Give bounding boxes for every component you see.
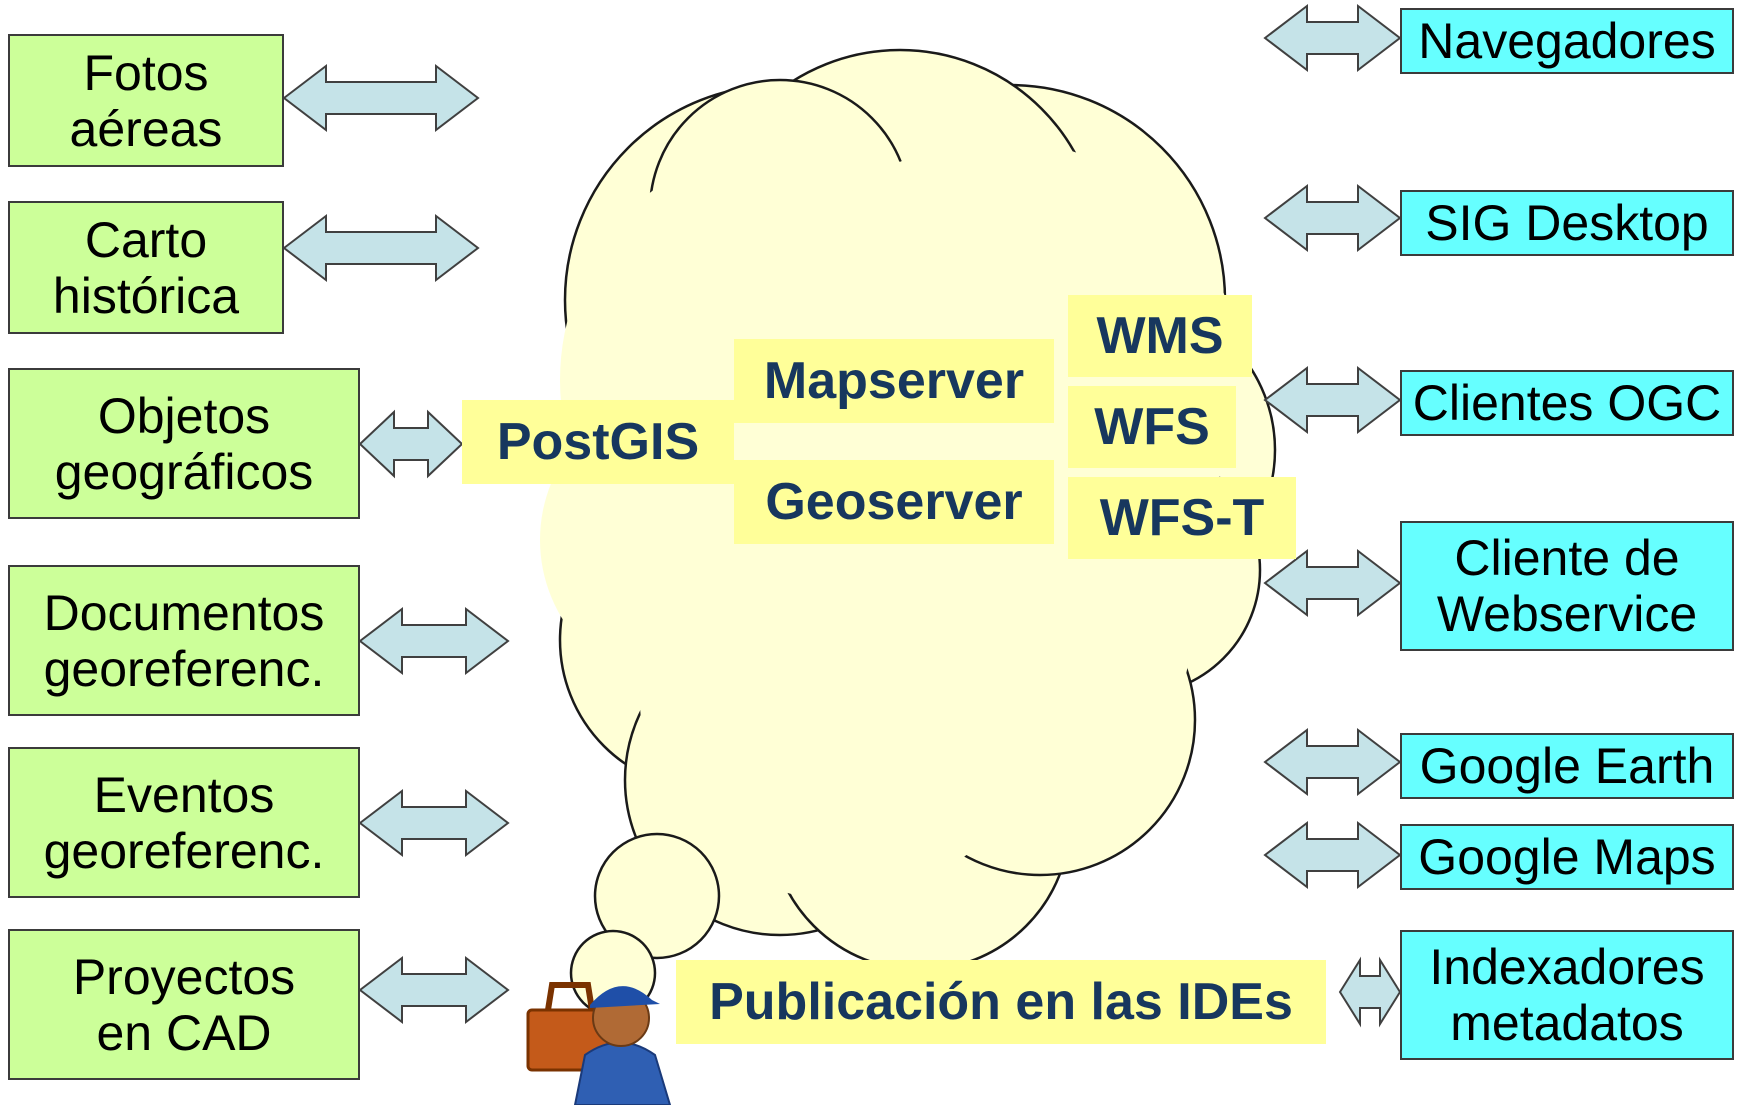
double-arrow-metadata-indexers: [1338, 956, 1402, 1028]
client-box-google-earth: Google Earth: [1400, 733, 1734, 799]
wfst-label: WFS-T: [1068, 477, 1296, 559]
source-label-line: geográficos: [54, 443, 314, 500]
mapserver-label: Mapserver: [734, 339, 1054, 423]
double-arrow-geographic-objects: [358, 409, 464, 479]
source-label-line: en CAD: [96, 1004, 272, 1061]
postgis-label: PostGIS: [462, 400, 734, 484]
worker-with-toolbox-icon: [526, 982, 672, 1105]
double-arrow-cad-projects: [358, 955, 510, 1025]
double-arrow-browsers: [1263, 3, 1402, 73]
double-arrow-ogc-clients: [1263, 365, 1402, 435]
source-label-line: Objetos: [97, 387, 271, 444]
double-arrow-google-earth: [1263, 727, 1402, 797]
client-label-line: metadatos: [1450, 995, 1684, 1051]
client-box-browsers: Navegadores: [1400, 8, 1734, 74]
client-box-sig-desktop: SIG Desktop: [1400, 190, 1734, 256]
wfst-text: WFS-T: [1099, 488, 1265, 547]
source-label-line: Fotos: [83, 44, 209, 101]
client-label-line: Clientes OGC: [1412, 375, 1722, 431]
double-arrow-georef-documents: [358, 606, 510, 676]
source-label-line: Proyectos: [72, 948, 296, 1005]
source-box-historical-carto: Carto histórica: [8, 201, 284, 334]
source-label-line: georeferenc.: [43, 822, 325, 879]
source-box-georef-events: Eventos georeferenc.: [8, 747, 360, 898]
client-label-line: Navegadores: [1418, 13, 1716, 69]
wfs-text: WFS: [1094, 397, 1210, 456]
double-arrow-google-maps: [1263, 820, 1402, 890]
source-label-line: histórica: [52, 267, 240, 324]
source-label-line: georeferenc.: [43, 640, 325, 697]
client-box-metadata-indexers: Indexadores metadatos: [1400, 930, 1734, 1060]
double-arrow-sig-desktop: [1263, 183, 1402, 253]
client-label-line: Google Maps: [1418, 829, 1716, 885]
source-box-geographic-objects: Objetos geográficos: [8, 368, 360, 519]
source-label-line: Eventos: [93, 766, 275, 823]
double-arrow-webservice-client: [1263, 548, 1402, 618]
source-box-aerial-photos: Fotos aéreas: [8, 34, 284, 167]
publication-label: Publicación en las IDEs: [676, 960, 1326, 1044]
postgis-text: PostGIS: [496, 412, 700, 471]
client-box-webservice-client: Cliente de Webservice: [1400, 521, 1734, 651]
client-label-line: Cliente de: [1454, 530, 1680, 586]
mapserver-text: Mapserver: [763, 351, 1025, 410]
arrow-group: [282, 3, 1402, 1028]
client-box-google-maps: Google Maps: [1400, 824, 1734, 890]
source-box-georef-documents: Documentos georeferenc.: [8, 565, 360, 716]
wfs-label: WFS: [1068, 386, 1236, 468]
wms-text: WMS: [1096, 306, 1224, 365]
source-label-line: Documentos: [43, 584, 325, 641]
client-label-line: SIG Desktop: [1425, 195, 1709, 251]
geoserver-label: Geoserver: [734, 460, 1054, 544]
double-arrow-aerial-photos: [282, 63, 480, 133]
publication-text: Publicación en las IDEs: [709, 972, 1293, 1031]
double-arrow-historical-carto: [282, 213, 480, 283]
source-box-cad-projects: Proyectos en CAD: [8, 929, 360, 1080]
client-label-line: Google Earth: [1419, 738, 1715, 794]
source-label-line: aéreas: [69, 100, 223, 157]
client-box-ogc-clients: Clientes OGC: [1400, 370, 1734, 436]
wms-label: WMS: [1068, 295, 1252, 377]
source-label-line: Carto: [84, 211, 208, 268]
client-label-line: Indexadores: [1429, 939, 1705, 995]
geoserver-text: Geoserver: [765, 472, 1023, 531]
client-label-line: Webservice: [1436, 586, 1698, 642]
double-arrow-georef-events: [358, 788, 510, 858]
